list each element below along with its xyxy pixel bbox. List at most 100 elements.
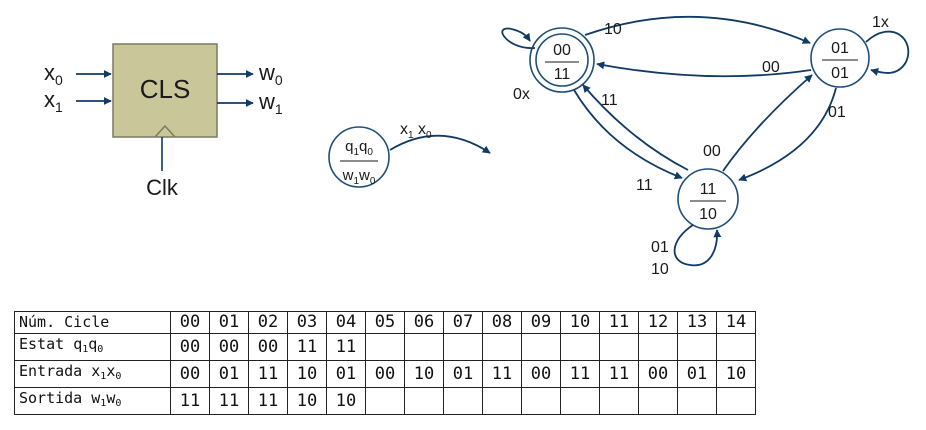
table-cell: 06 bbox=[404, 311, 444, 334]
edge-01-self-label: 1x bbox=[872, 14, 889, 31]
table-cell bbox=[599, 387, 639, 415]
table-cell bbox=[521, 387, 561, 415]
row-header: Núm. Cicle bbox=[14, 311, 171, 334]
table-cell bbox=[716, 333, 756, 361]
diagram-canvas: CLS x0 x1 w0 w1 Clk q1q0 w1w0 x1 x0 00 1 bbox=[44, 14, 910, 278]
legend-state: q1q0 w1w0 x1 x0 bbox=[328, 121, 491, 188]
table-cell: 00 bbox=[170, 311, 210, 334]
table-cell: 00 bbox=[170, 360, 210, 388]
table-cell: 11 bbox=[248, 387, 288, 415]
table-cell: 01 bbox=[677, 360, 717, 388]
output-w1-label: w1 bbox=[258, 89, 283, 117]
row-header: Sortida w1w0 bbox=[14, 387, 171, 415]
cls-block: CLS x0 x1 w0 w1 Clk bbox=[44, 43, 283, 200]
table-cell: 11 bbox=[326, 333, 366, 361]
state-00-circle bbox=[535, 33, 589, 87]
clock-triangle-icon bbox=[154, 124, 176, 138]
table-cell: 00 bbox=[521, 360, 561, 388]
row-header-subscript: 0 bbox=[115, 371, 122, 382]
edge-01-to-11 bbox=[738, 87, 837, 182]
row-header-label: Estat bbox=[19, 335, 74, 353]
table-cell: 02 bbox=[248, 311, 288, 334]
table-cell: 01 bbox=[209, 311, 249, 334]
table-cell: 11 bbox=[482, 360, 522, 388]
table-cell bbox=[638, 333, 678, 361]
table-cell bbox=[365, 387, 405, 415]
state-00-top: 00 bbox=[553, 42, 571, 59]
cls-box bbox=[112, 43, 218, 138]
table-cell: 11 bbox=[560, 360, 600, 388]
table-cell: 11 bbox=[599, 360, 639, 388]
state-11: 11 10 bbox=[677, 168, 739, 230]
legend-state-top: q1q0 bbox=[345, 138, 373, 158]
row-header-label: Entrada bbox=[19, 362, 92, 380]
state-00: 00 11 bbox=[529, 27, 595, 93]
row-header: Entrada x1x0 bbox=[14, 360, 171, 388]
table-cell bbox=[404, 333, 444, 361]
state-11-top: 11 bbox=[700, 181, 717, 198]
row-header: Estat q1q0 bbox=[14, 333, 171, 361]
table-cell bbox=[482, 387, 522, 415]
clock-label: Clk bbox=[146, 175, 179, 200]
legend-edge bbox=[389, 134, 491, 154]
table-cell bbox=[638, 387, 678, 415]
table-cell bbox=[443, 387, 483, 415]
edge-00-to-01-label: 10 bbox=[604, 21, 622, 38]
table-cell: 01 bbox=[326, 360, 366, 388]
state-01-bottom: 01 bbox=[831, 65, 849, 82]
table-cell: 08 bbox=[482, 311, 522, 334]
table-cell: 00 bbox=[638, 360, 678, 388]
edge-01-to-00 bbox=[596, 61, 812, 78]
table-cell bbox=[677, 387, 717, 415]
output-w0-label: w0 bbox=[258, 60, 283, 88]
table-cell: 00 bbox=[209, 333, 249, 361]
table-cell bbox=[560, 387, 600, 415]
table-cell: 00 bbox=[248, 333, 288, 361]
row-header-var: q bbox=[73, 335, 83, 353]
edge-00-to-11 bbox=[573, 89, 683, 180]
edge-11-to-01-label: 00 bbox=[703, 143, 721, 160]
legend-edge-label: x1 x0 bbox=[400, 121, 432, 141]
edge-00-self-label: 0x bbox=[513, 86, 530, 103]
input-x0-label: x0 bbox=[44, 60, 63, 88]
table-cell: 10 bbox=[560, 311, 600, 334]
row-header-var: w bbox=[91, 389, 101, 407]
table-cell bbox=[443, 333, 483, 361]
table-cell: 00 bbox=[365, 360, 405, 388]
state-01: 01 01 bbox=[810, 28, 870, 88]
edge-11-self-label-1: 01 bbox=[651, 239, 669, 256]
row-header-subscript: 1 bbox=[100, 398, 107, 409]
table-cell bbox=[521, 333, 561, 361]
edge-01-to-11-label: 01 bbox=[828, 104, 846, 121]
row-header-var: w bbox=[106, 389, 116, 407]
edge-00-to-11-label: 11 bbox=[636, 177, 653, 194]
table-cell: 11 bbox=[287, 333, 327, 361]
row-header-subscript: 1 bbox=[82, 344, 89, 355]
row-header-var: x bbox=[91, 362, 101, 380]
table-cell: 11 bbox=[170, 387, 210, 415]
edge-11-self bbox=[673, 224, 722, 267]
table-cell: 07 bbox=[443, 311, 483, 334]
table-cell: 11 bbox=[248, 360, 288, 388]
table-cell: 14 bbox=[716, 311, 756, 334]
state-11-bottom: 10 bbox=[699, 206, 717, 223]
legend-state-circle bbox=[328, 126, 390, 188]
table-cell bbox=[599, 333, 639, 361]
edge-11-to-00 bbox=[582, 84, 689, 171]
row-header-subscript: 0 bbox=[97, 344, 104, 355]
table-cell: 04 bbox=[326, 311, 366, 334]
table-cell: 13 bbox=[677, 311, 717, 334]
row-header-var: x bbox=[106, 362, 116, 380]
edge-00-self bbox=[501, 27, 536, 49]
edge-11-to-00-label: 11 bbox=[601, 92, 618, 109]
row-header-label: Sortida bbox=[19, 389, 92, 407]
table-cell: 01 bbox=[209, 360, 249, 388]
input-x1-label: x1 bbox=[44, 87, 63, 115]
table-cell: 01 bbox=[443, 360, 483, 388]
row-header-subscript: 0 bbox=[115, 398, 122, 409]
edge-11-self-label-2: 10 bbox=[651, 261, 669, 278]
edge-00-to-01 bbox=[584, 15, 811, 44]
table-cell: 11 bbox=[599, 311, 639, 334]
